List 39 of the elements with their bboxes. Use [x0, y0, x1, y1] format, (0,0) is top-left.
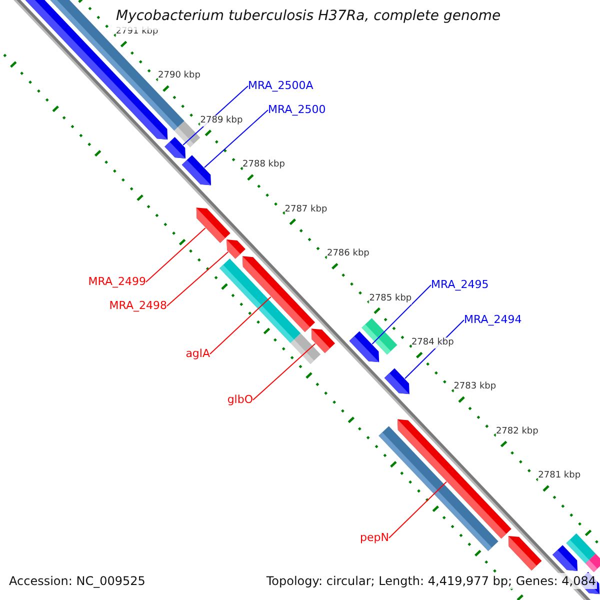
gene-label: MRA_2500 — [268, 103, 326, 116]
gene-feature — [508, 536, 542, 570]
gene-label: MRA_2500A — [248, 79, 314, 92]
genome-info-text: Topology: circular; Length: 4,419,977 bp; Genes: 4,084 — [265, 573, 597, 589]
leader-line — [166, 251, 229, 306]
gene-label: pepN — [360, 531, 389, 544]
leader-line — [204, 110, 268, 168]
gene-feature — [566, 533, 596, 564]
leader-line — [210, 296, 272, 354]
scale-label: 2787 kbp — [284, 204, 328, 216]
leader-line — [388, 481, 448, 538]
scale-label: 2790 kbp — [158, 70, 200, 82]
gene-feature — [311, 328, 336, 354]
gene-feature — [242, 256, 316, 332]
leader-line — [372, 284, 432, 345]
gene-label: MRA_2494 — [464, 313, 522, 326]
leader-line — [146, 228, 206, 282]
scale-label: 2782 kbp — [496, 426, 538, 438]
gene-feature — [586, 554, 600, 572]
gene-label: glbO — [227, 393, 253, 406]
scale-label: 2784 kbp — [411, 338, 454, 349]
leader-line — [252, 343, 316, 400]
scale-label: 2789 kbp — [200, 115, 243, 126]
scale-label: 2783 kbp — [454, 382, 496, 393]
gene-feature — [226, 239, 246, 259]
scale-label: 2788 kbp — [242, 160, 285, 171]
gene-label: MRA_2499 — [88, 275, 146, 288]
scale-label: 2786 kbp — [326, 248, 370, 260]
gene-feature — [196, 208, 230, 243]
accession-text: Accession: NC_009525 — [8, 573, 146, 589]
gene-feature — [349, 331, 380, 362]
gene-feature — [384, 368, 410, 394]
gene-feature — [182, 155, 212, 186]
scale-label: 2781 kbp — [538, 470, 581, 482]
gene-label: MRA_2498 — [109, 299, 167, 312]
gene-feature — [164, 137, 186, 158]
gene-label: aglA — [186, 347, 210, 360]
gene-label: MRA_2495 — [431, 278, 489, 291]
scale-label: 2785 kbp — [369, 293, 412, 304]
